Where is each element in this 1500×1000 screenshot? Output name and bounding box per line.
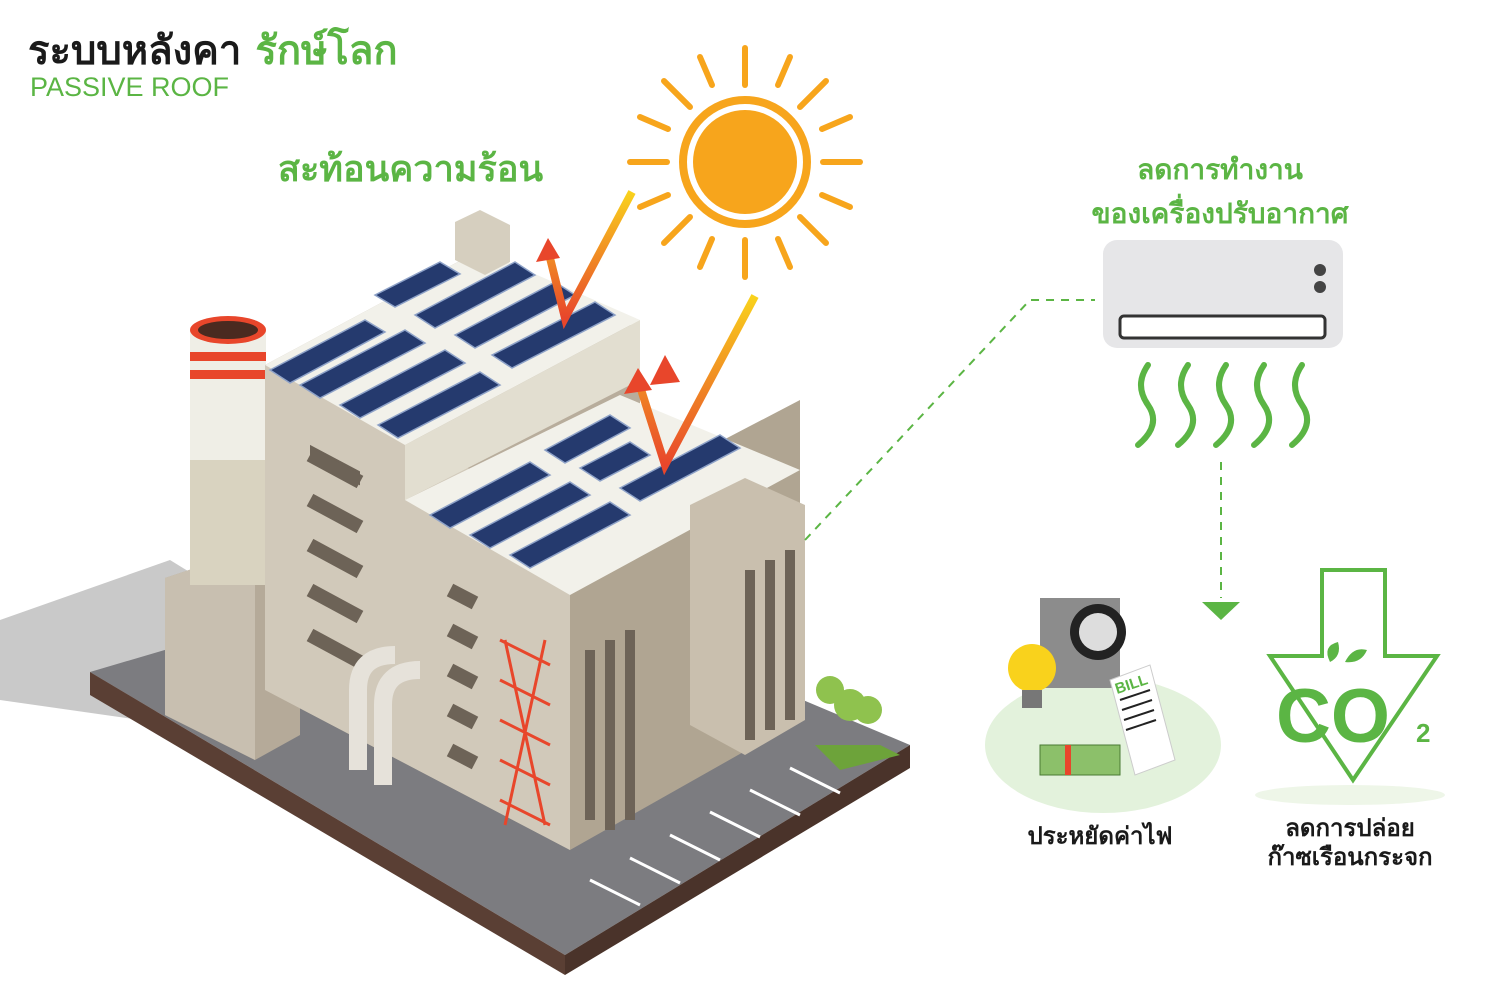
co2-subscript: 2 xyxy=(1416,718,1430,748)
electricity-bill-icon xyxy=(985,598,1221,813)
air-conditioner-icon xyxy=(1103,240,1343,348)
arrow-heads xyxy=(536,238,680,394)
reduce-ac-label: ลดการทำงาน ของเครื่องปรับอากาศ xyxy=(1060,148,1380,236)
co2-text: CO xyxy=(1276,674,1390,759)
heat-reflection-arrows xyxy=(544,190,759,476)
save-power-label: ประหยัดค่าไฟ xyxy=(1027,822,1173,850)
bill-text: BILL xyxy=(1113,671,1150,697)
reduce-ac-line1: ลดการทำงาน xyxy=(1137,153,1303,186)
dashed-connectors xyxy=(804,299,1222,598)
chimney xyxy=(190,316,266,585)
ground-lot xyxy=(90,560,910,975)
reduce-emission-line2: ก๊าซเรือนกระจก xyxy=(1267,843,1433,871)
reflect-heat-label: สะท้อนความร้อน xyxy=(278,149,544,190)
title-main: ระบบหลังคา xyxy=(28,28,242,74)
co2-reduction-icon xyxy=(1255,568,1445,805)
subtitle: PASSIVE ROOF xyxy=(30,72,230,102)
fire-escape xyxy=(499,638,551,827)
pipes xyxy=(349,646,421,785)
reduce-ac-line2: ของเครื่องปรับอากาศ xyxy=(1091,197,1349,230)
building-shadow xyxy=(0,560,300,720)
sun-icon xyxy=(627,45,863,280)
solar-panels xyxy=(268,261,742,569)
page-title: ระบบหลังคา รักษ์โลก xyxy=(28,18,398,82)
airflow-icon xyxy=(1135,362,1311,448)
down-arrow-icon xyxy=(1202,602,1240,620)
annex-building xyxy=(165,548,300,760)
factory-building xyxy=(265,210,805,850)
trees xyxy=(815,676,900,770)
title-accent: รักษ์โลก xyxy=(255,28,398,74)
reduce-emission-label: ลดการปล่อย ก๊าซเรือนกระจก xyxy=(1250,814,1450,872)
reduce-emission-line1: ลดการปล่อย xyxy=(1285,814,1415,842)
